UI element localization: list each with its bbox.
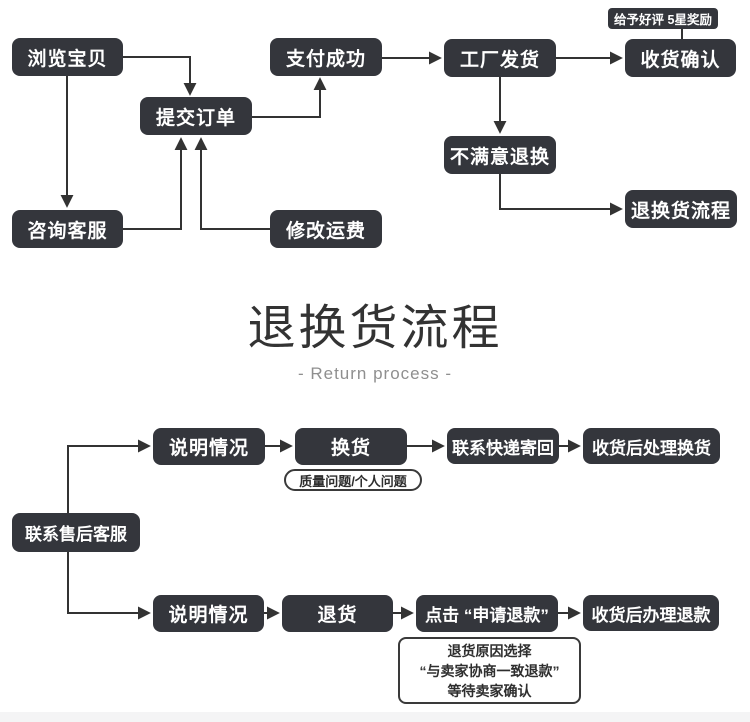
connector-freight-to-submit bbox=[194, 137, 270, 230]
note-refund-reason-line2: “与卖家协商一致退款” bbox=[419, 662, 560, 679]
note-refund-reason-line1: 退货原因选择 bbox=[447, 642, 532, 659]
node-process-refund: 收货后办理退款 bbox=[583, 595, 719, 631]
node-return-goods: 退货 bbox=[282, 595, 393, 632]
node-consult-service: 咨询客服 bbox=[12, 210, 123, 248]
node-factory-ship: 工厂发货 bbox=[444, 39, 556, 77]
note-exchange-reason: 质量问题/个人问题 bbox=[284, 469, 422, 491]
node-unsatisfied-return: 不满意退换 bbox=[444, 136, 556, 174]
note-refund-reason: 退货原因选择 “与卖家协商一致退款” 等待卖家确认 bbox=[398, 637, 581, 704]
footer-divider-bar bbox=[0, 712, 750, 722]
connector-contact-to-explain-bottom bbox=[67, 552, 151, 620]
connector-consult-to-submit bbox=[123, 137, 188, 230]
connector-browse-to-submit bbox=[123, 56, 197, 96]
node-receive-confirm: 收货确认 bbox=[625, 39, 736, 77]
tag-5star-reward: 给予好评 5星奖励 bbox=[608, 8, 718, 29]
node-explain-situation-top: 说明情况 bbox=[153, 428, 265, 465]
section-title: 退换货流程 bbox=[247, 302, 503, 355]
section-header: 退换货流程 - Return process - bbox=[0, 300, 750, 384]
section-subtitle: - Return process - bbox=[297, 363, 453, 383]
node-browse-item: 浏览宝贝 bbox=[12, 38, 123, 76]
connector-contact-to-explain-top bbox=[67, 439, 151, 513]
connector-submit-to-pay bbox=[252, 77, 327, 118]
node-modify-freight: 修改运费 bbox=[270, 210, 382, 248]
node-courier-send-back: 联系快递寄回 bbox=[447, 428, 559, 464]
node-submit-order: 提交订单 bbox=[140, 97, 252, 135]
node-pay-success: 支付成功 bbox=[270, 38, 382, 76]
node-contact-after-sales: 联系售后客服 bbox=[12, 513, 140, 552]
node-process-exchange: 收货后处理换货 bbox=[583, 428, 720, 464]
note-refund-reason-line3: 等待卖家确认 bbox=[447, 682, 532, 699]
node-explain-situation-bottom: 说明情况 bbox=[153, 595, 264, 632]
node-exchange-goods: 换货 bbox=[295, 428, 407, 465]
node-return-process-link: 退换货流程 bbox=[625, 190, 737, 228]
node-click-apply-refund: 点击 “申请退款” bbox=[416, 595, 558, 632]
connector-unsatisfied-to-returnprocess bbox=[499, 174, 623, 216]
